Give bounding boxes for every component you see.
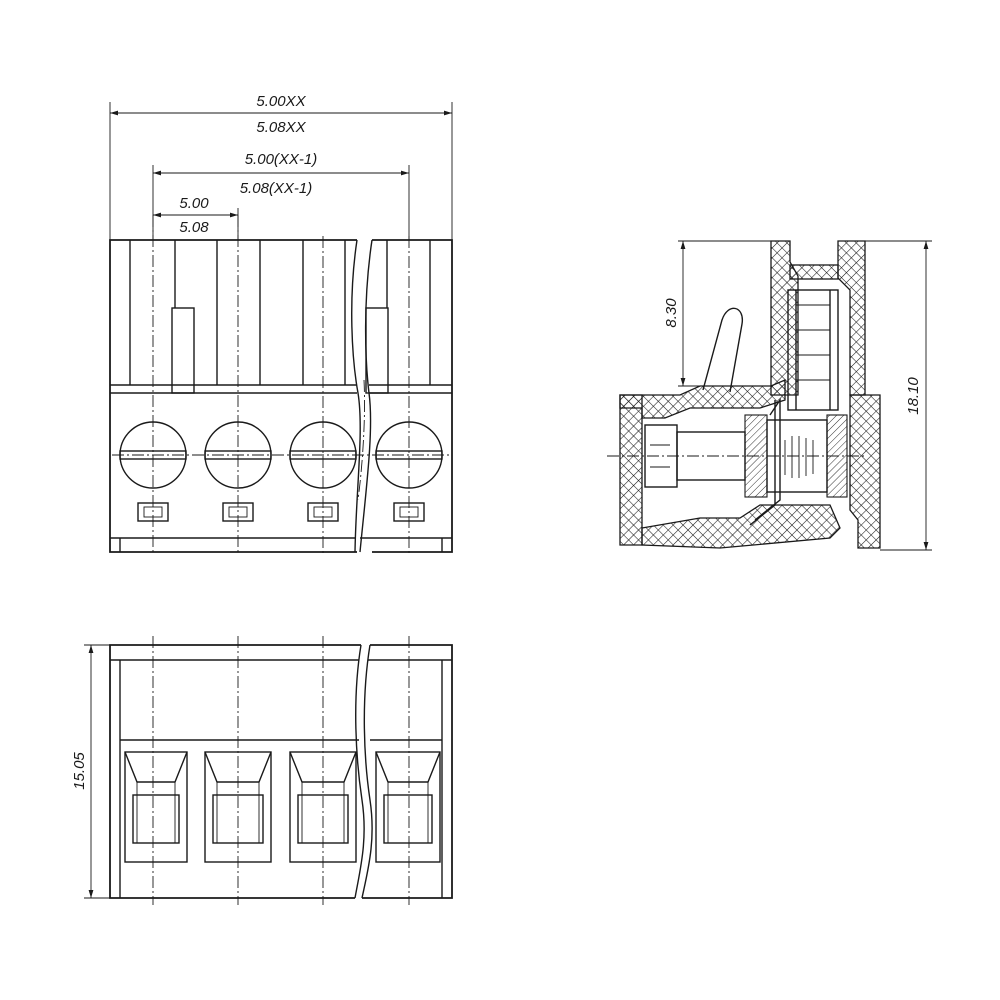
side-view: 8.30 18.10 xyxy=(607,240,932,551)
side-dimensions xyxy=(678,240,932,551)
bottom-center-lines xyxy=(152,636,410,905)
front-body-outline xyxy=(109,239,453,553)
bottom-body-outline xyxy=(109,644,453,899)
pitch-span-label-a: 5.00(XX-1) xyxy=(245,151,318,168)
overall-width-label-a: 5.00XX xyxy=(256,93,306,110)
side-latch-lever xyxy=(702,307,743,393)
side-housing-rear xyxy=(849,394,881,549)
side-top-bridge xyxy=(789,264,839,280)
side-left-wall xyxy=(770,240,799,396)
bottom-break-lines xyxy=(354,644,373,899)
front-break-lines xyxy=(351,239,373,553)
overall-width-label-b: 5.08XX xyxy=(256,119,306,136)
front-latch-tab-2 xyxy=(365,307,389,394)
pitch-label-a: 5.00 xyxy=(179,195,209,212)
front-upper-ribs xyxy=(129,240,431,385)
side-clamp-column xyxy=(787,289,839,411)
side-spring-inner xyxy=(749,400,776,526)
front-latch-tab-1 xyxy=(171,307,195,394)
bottom-wire-entries xyxy=(124,751,441,863)
front-center-lines xyxy=(112,215,450,555)
bottom-view: 15.05 xyxy=(71,636,453,905)
front-test-windows xyxy=(137,502,425,522)
depth-label: 15.05 xyxy=(71,752,88,790)
front-view: 5.00XX 5.08XX 5.00(XX-1) 5.08(XX-1) 5.00… xyxy=(109,93,453,555)
pitch-label-b: 5.08 xyxy=(179,219,209,236)
side-housing-bottom xyxy=(641,504,841,549)
side-right-wall xyxy=(837,240,866,396)
total-height-label: 18.10 xyxy=(905,377,922,415)
upper-height-label: 8.30 xyxy=(663,298,680,328)
side-housing-front xyxy=(619,394,643,546)
pitch-span-label-b: 5.08(XX-1) xyxy=(240,180,313,197)
front-dimensions xyxy=(109,102,453,240)
bottom-dimensions xyxy=(84,644,110,899)
